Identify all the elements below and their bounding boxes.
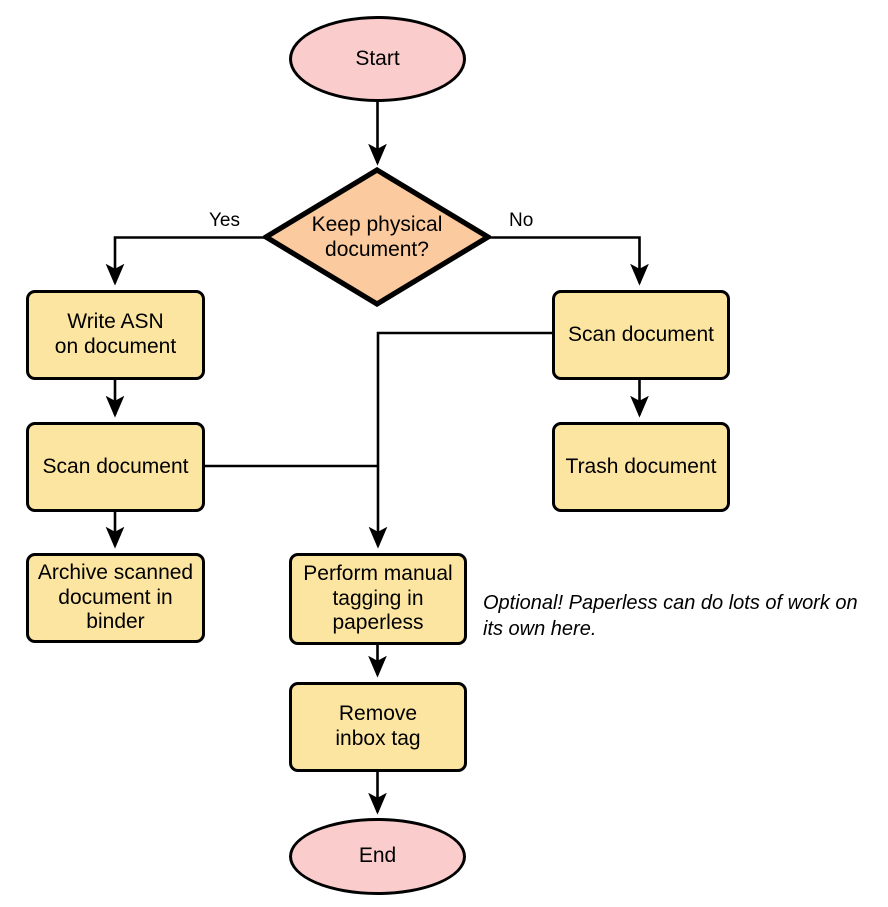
node-decision-keep-physical-document[interactable]: Keep physical document? [263,167,491,307]
annotation-optional-note-line2: its own here. [483,617,597,640]
node-scan-document-left[interactable]: Scan document [26,422,205,512]
node-remove-inbox-label-line1: Remove [338,702,418,726]
node-scan-document-right-label: Scan document [568,322,714,346]
edge-label-no: No [509,210,534,231]
annotation-optional-note: Optional! Paperless can do lots of work … [483,591,883,642]
node-write-asn-on-document[interactable]: Write ASN on document [26,290,205,380]
node-remove-inbox-tag[interactable]: Remove inbox tag [289,682,467,772]
node-archive-label-line1: Archive scanned [37,560,194,584]
node-archive-label: Archive scanned document in binder [38,561,193,635]
node-trash-document-label: Trash document [565,454,717,478]
node-archive-label-line2: document in [58,585,173,609]
node-tagging-label-line2: tagging in [332,586,424,610]
node-remove-inbox-label-line2: inbox tag [335,727,421,750]
node-perform-manual-tagging[interactable]: Perform manual tagging in paperless [289,553,467,645]
node-write-asn-label-line2: on document [54,335,177,358]
diamond-shape-icon [263,167,491,307]
edge-decision-no-to-scan-right [490,236,649,286]
node-start-label: Start [355,46,400,70]
node-archive-scanned-document[interactable]: Archive scanned document in binder [26,553,205,643]
node-trash-document[interactable]: Trash document [552,422,730,512]
node-end-label: End [358,844,397,868]
edge-label-yes: Yes [209,210,240,231]
node-remove-inbox-label: Remove inbox tag [335,702,420,752]
edge-decision-yes-to-write-asn [105,236,265,286]
node-scan-document-right[interactable]: Scan document [552,290,730,380]
node-start[interactable]: Start [289,16,466,102]
node-end[interactable]: End [289,818,466,895]
node-tagging-label: Perform manual tagging in paperless [303,562,452,636]
node-tagging-label-line3: paperless [332,611,424,635]
node-write-asn-label: Write ASN on document [55,310,176,360]
edge-scan-right-to-tagging [368,331,552,549]
node-archive-label-line3: binder [86,610,145,634]
node-tagging-label-line1: Perform manual [303,561,453,585]
node-write-asn-label-line1: Write ASN [67,310,164,334]
node-scan-document-left-label: Scan document [42,454,189,478]
annotation-optional-note-line1: Optional! Paperless can do lots of work … [483,592,858,614]
